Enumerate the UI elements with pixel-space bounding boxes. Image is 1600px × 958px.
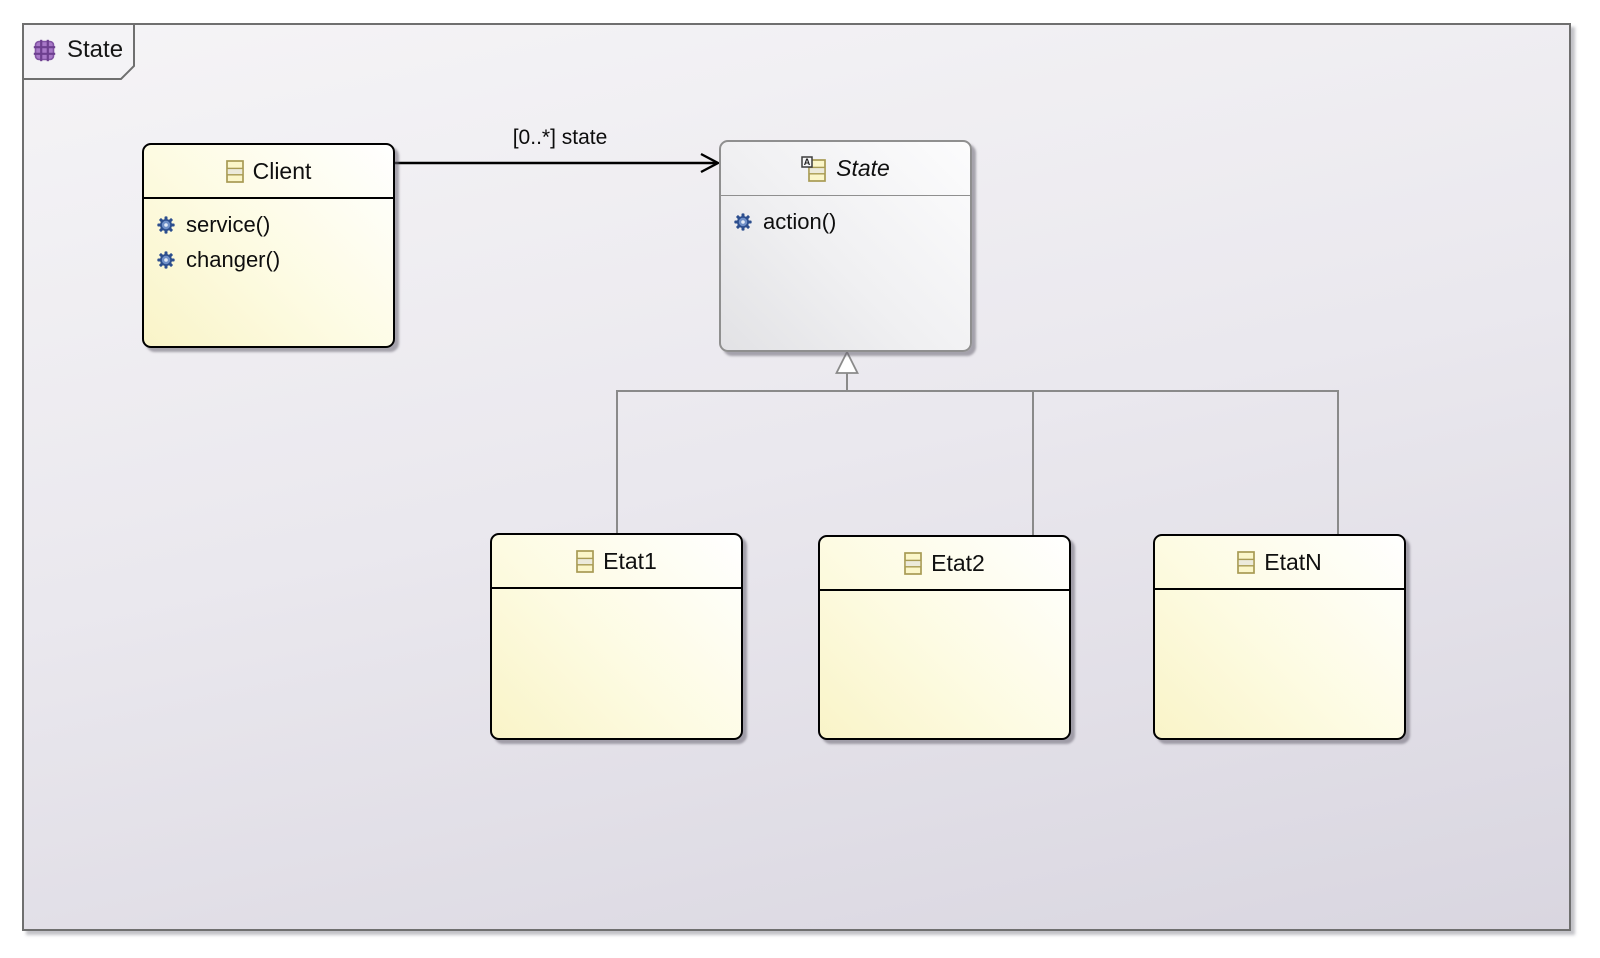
operation-gear-icon: [157, 215, 175, 234]
operation-label: action(): [763, 208, 837, 234]
class-box-etatn[interactable]: EtatN: [1153, 534, 1406, 740]
tab-label: State: [67, 36, 124, 63]
class-name: State: [836, 155, 890, 181]
operation-item[interactable]: service(): [157, 207, 393, 242]
class-icon: [1237, 550, 1256, 574]
class-operations: action(): [721, 196, 970, 350]
class-header: A State: [721, 142, 970, 196]
class-header: EtatN: [1155, 536, 1404, 590]
class-box-client[interactable]: Client ser: [142, 143, 395, 348]
class-name: EtatN: [1264, 548, 1322, 575]
operation-gear-icon: [734, 212, 752, 231]
class-name: Etat2: [931, 549, 985, 576]
class-icon: [576, 549, 594, 573]
association-label[interactable]: [0..*] state: [512, 126, 608, 149]
class-box-etat2[interactable]: Etat2: [818, 535, 1071, 740]
class-operations: service() cha: [144, 199, 393, 346]
diagram-tab[interactable]: State: [22, 23, 136, 81]
tab-shape: [22, 23, 135, 80]
class-operations: [492, 589, 741, 738]
operation-label: changer(): [186, 246, 281, 272]
association-client-state[interactable]: [393, 152, 721, 174]
abstract-badge: A: [804, 157, 811, 167]
generalization-triangle-icon: [835, 349, 859, 374]
class-name: Etat1: [603, 547, 657, 574]
generalization-links[interactable]: [616, 373, 1339, 535]
class-header: Etat2: [820, 537, 1069, 591]
operation-gear-icon: [157, 250, 175, 269]
class-name: Client: [252, 157, 312, 184]
class-operations: [820, 591, 1069, 738]
class-operations: [1155, 590, 1404, 738]
class-header: Etat1: [492, 535, 741, 589]
class-header: Client: [144, 145, 393, 199]
class-box-etat1[interactable]: Etat1: [490, 533, 743, 740]
class-box-state[interactable]: A State: [719, 140, 972, 352]
abstract-class-icon: A: [801, 155, 827, 182]
class-diagram-icon: [33, 39, 56, 62]
operation-item[interactable]: action(): [734, 204, 970, 239]
operation-label: service(): [186, 211, 271, 237]
operation-item[interactable]: changer(): [157, 242, 393, 277]
class-icon: [225, 159, 244, 183]
class-icon: [904, 551, 922, 575]
